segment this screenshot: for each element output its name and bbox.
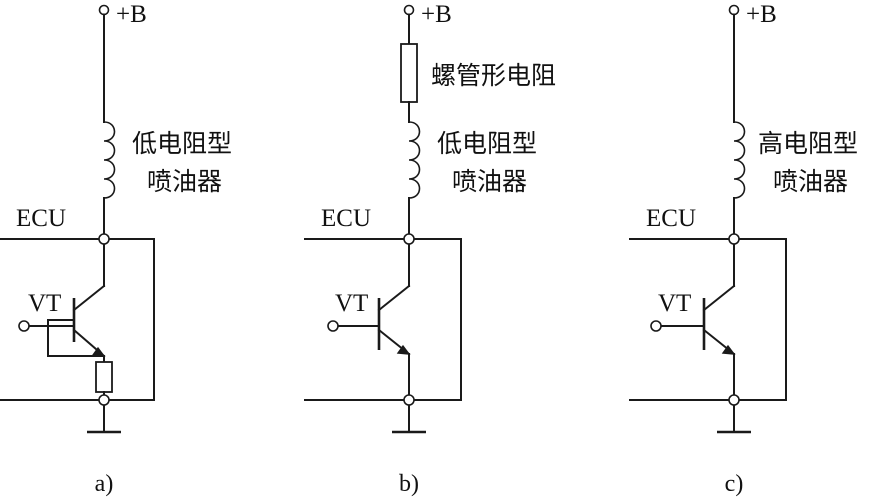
- ecu-label: ECU: [321, 205, 371, 232]
- supply-label: +B: [116, 1, 147, 28]
- injector-coil: [733, 121, 746, 199]
- circuit-panel-a: +B 低电阻型 喷油器 ECU VT a): [0, 1, 232, 497]
- injector-label: 喷油器: [452, 167, 527, 196]
- circuit-panel-c: +B 高电阻型 喷油器 ECU VT c): [629, 1, 858, 497]
- collector-lead: [377, 284, 411, 312]
- injector-label: 喷油器: [147, 167, 222, 196]
- ecu-node-bottom: [403, 394, 415, 406]
- injector-label: 喷油器: [773, 167, 848, 196]
- ecu-label: ECU: [16, 205, 66, 232]
- ecu-node-top: [98, 233, 110, 245]
- panel-caption: b): [399, 471, 419, 497]
- collector-lead: [72, 284, 106, 312]
- emitter-arrow: [721, 344, 736, 355]
- supply-terminal: [728, 4, 740, 16]
- solenoid-resistor: [400, 43, 418, 103]
- collector-lead: [702, 284, 736, 312]
- injector-type-label: 高电阻型: [758, 129, 858, 158]
- base-input-terminal: [650, 320, 662, 332]
- ecu-label: ECU: [646, 205, 696, 232]
- supply-terminal: [98, 4, 110, 16]
- emitter-arrow: [396, 344, 411, 355]
- supply-terminal: [403, 4, 415, 16]
- resistor-label: 螺管形电阻: [431, 61, 556, 90]
- transistor-label: VT: [335, 290, 368, 317]
- base-input-terminal: [18, 320, 30, 332]
- ecu-node-bottom: [728, 394, 740, 406]
- injector-type-label: 低电阻型: [132, 129, 232, 158]
- injector-coil: [408, 121, 421, 199]
- ecu-node-top: [403, 233, 415, 245]
- ecu-boundary: [0, 238, 155, 401]
- panel-caption: a): [95, 471, 114, 497]
- ecu-node-bottom: [98, 394, 110, 406]
- injector-type-label: 低电阻型: [437, 129, 537, 158]
- transistor-label: VT: [658, 290, 691, 317]
- sense-resistor: [95, 361, 113, 393]
- feedback-loop-wire: [47, 319, 105, 357]
- supply-label: +B: [421, 1, 452, 28]
- circuit-panel-b: +B 螺管形电阻 低电阻型 喷油器 ECU VT b): [304, 1, 556, 497]
- injector-coil: [103, 121, 116, 199]
- ecu-boundary: [629, 238, 787, 401]
- panel-caption: c): [725, 471, 744, 497]
- ecu-boundary: [304, 238, 462, 401]
- transistor-label: VT: [28, 290, 61, 317]
- base-input-terminal: [327, 320, 339, 332]
- ecu-node-top: [728, 233, 740, 245]
- supply-label: +B: [746, 1, 777, 28]
